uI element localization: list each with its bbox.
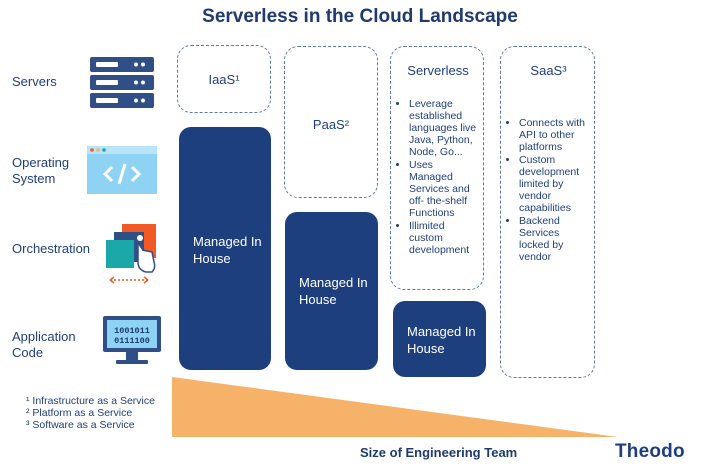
server-rack-icon: [90, 57, 154, 108]
row-label-operating-system: Operating System: [12, 155, 70, 186]
code-window-icon: [87, 146, 157, 194]
saas-bullet: Connects with API to other platforms: [519, 117, 590, 153]
footnote: ¹ Infrastructure as a Service: [26, 395, 155, 407]
serverless-managed-label: Managed In House: [407, 324, 476, 356]
serverless-managed-block: Managed In House: [393, 301, 486, 377]
serverless-bullet: Leverage established languages live Java…: [409, 98, 479, 158]
paas-managed-block: Managed In House: [285, 212, 378, 370]
footnote: ³ Software as a Service: [26, 419, 135, 431]
row-label-application-code: Application Code: [12, 329, 76, 360]
serverless-bullet: Illimited custom development: [409, 220, 479, 256]
page-title: Serverless in the Cloud Landscape: [202, 6, 518, 27]
svg-text:1001011: 1001011: [114, 326, 150, 336]
serverless-bullet: Uses Managed Services and off- the-shelf…: [409, 159, 479, 219]
saas-header: SaaS³: [530, 63, 567, 78]
row-label-servers: Servers: [12, 74, 57, 89]
iaas-managed-label: Managed In House: [193, 234, 262, 266]
saas-bullet-list: Connects with API to other platforms Cus…: [507, 117, 590, 263]
saas-bullet: Custom development limited by vendor cap…: [519, 154, 590, 214]
saas-bullet: Backend Services locked by vendor: [519, 215, 590, 263]
paas-managed-label: Managed In House: [299, 275, 368, 307]
footnote: ² Platform as a Service: [26, 407, 133, 419]
serverless-bullet-list: Leverage established languages live Java…: [397, 98, 479, 256]
serverless-box: Serverless Leverage established language…: [390, 46, 484, 290]
svg-text:0111100: 0111100: [114, 336, 150, 346]
iaas-header: IaaS¹: [208, 72, 240, 87]
binary-monitor-icon: 1001011 0111100: [103, 316, 161, 364]
team-size-label: Size of Engineering Team: [360, 445, 518, 460]
iaas-managed-block: Managed In House: [179, 127, 271, 370]
paas-box: PaaS²: [284, 46, 378, 198]
row-label-orchestration: Orchestration: [12, 241, 91, 256]
orchestration-icon: [106, 224, 156, 284]
brand-logo: Theodo: [615, 441, 685, 462]
iaas-box: IaaS¹: [177, 45, 271, 113]
paas-header: PaaS²: [312, 117, 350, 132]
serverless-header: Serverless: [407, 63, 469, 78]
saas-box: SaaS³ Connects with API to other platfor…: [500, 46, 595, 378]
